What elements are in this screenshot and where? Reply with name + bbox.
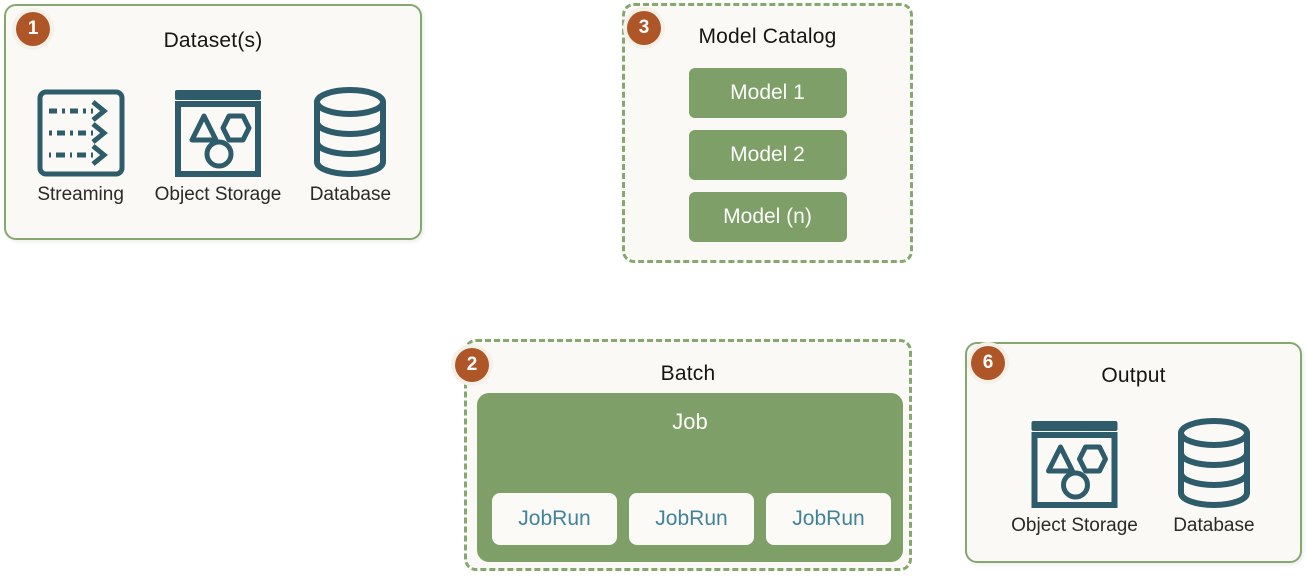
- streaming-icon: [35, 87, 127, 179]
- panel-datasets-title: Dataset(s): [163, 29, 263, 52]
- model-list: Model 1 Model 2 Model (n): [625, 68, 910, 242]
- step-badge-1: 1: [16, 12, 50, 46]
- panel-output: 6 Output Object Storage: [965, 342, 1302, 563]
- step-badge-2: 2: [455, 348, 489, 382]
- object-storage-icon: [1026, 414, 1123, 510]
- streaming-label: Streaming: [37, 184, 124, 205]
- panel-model-catalog: 3 Model Catalog Model 1 Model 2 Model (n…: [622, 3, 913, 263]
- panel-model-catalog-title: Model Catalog: [698, 25, 837, 48]
- output-icon-row: Object Storage Database: [967, 414, 1300, 537]
- jobrun-row: JobRun JobRun JobRun: [492, 493, 891, 545]
- database-icon: [1172, 416, 1256, 510]
- object-storage-icon: [170, 83, 266, 179]
- panel-batch-title: Batch: [660, 362, 716, 385]
- model-n-chip: Model (n): [688, 192, 847, 242]
- object-storage-label: Object Storage: [1011, 515, 1138, 536]
- database-label: Database: [309, 184, 392, 205]
- database-icon: [309, 85, 391, 179]
- datasets-item-database: Database: [309, 85, 391, 206]
- datasets-item-streaming: Streaming: [35, 87, 127, 206]
- jobrun-chip-1: JobRun: [492, 493, 617, 545]
- jobrun-chip-3: JobRun: [766, 493, 891, 545]
- step-badge-3: 3: [627, 11, 661, 45]
- datasets-item-object-storage: Object Storage: [154, 83, 282, 206]
- job-block: Job JobRun JobRun JobRun: [477, 393, 903, 562]
- database-label: Database: [1173, 515, 1255, 536]
- model-1-chip: Model 1: [688, 68, 847, 118]
- panel-output-title: Output: [1101, 364, 1166, 387]
- jobrun-chip-2: JobRun: [629, 493, 754, 545]
- object-storage-label: Object Storage: [154, 184, 282, 205]
- panel-datasets: 1 Dataset(s) Streaming: [4, 4, 422, 240]
- output-item-database: Database: [1172, 416, 1256, 537]
- output-item-object-storage: Object Storage: [1011, 414, 1138, 537]
- job-label: Job: [672, 409, 708, 434]
- datasets-icon-row: Streaming Object Storage: [6, 83, 420, 206]
- model-2-chip: Model 2: [688, 130, 847, 180]
- step-badge-6: 6: [971, 346, 1005, 380]
- panel-batch: 2 Batch Job JobRun JobRun JobRun: [455, 339, 912, 571]
